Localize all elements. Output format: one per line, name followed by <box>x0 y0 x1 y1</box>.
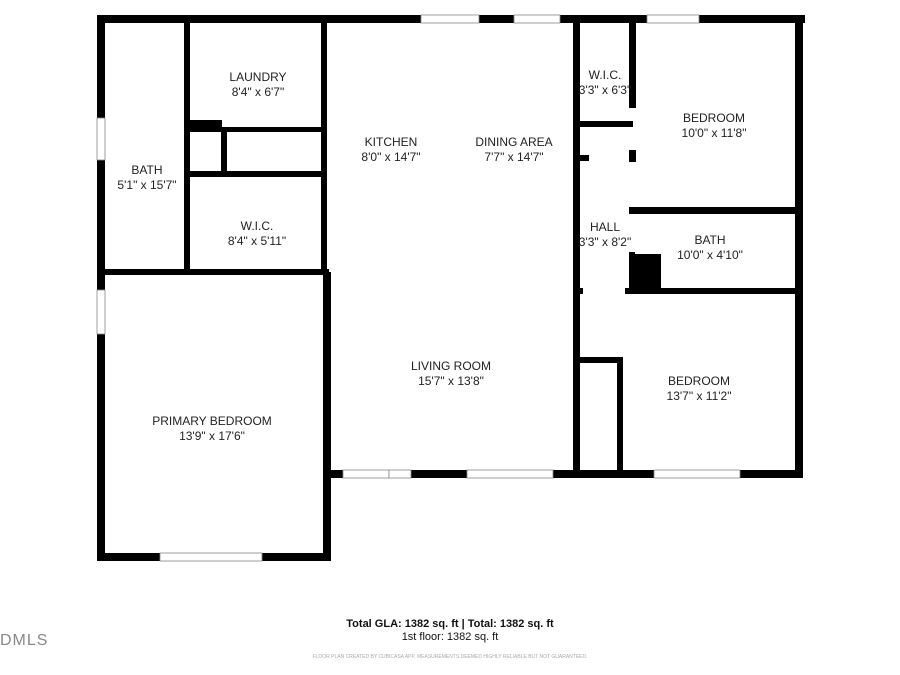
wall <box>629 254 661 292</box>
disclaimer: FLOOR PLAN CREATED BY CUBICASA APP. MEAS… <box>312 654 588 660</box>
window <box>159 552 263 562</box>
wall-right <box>795 15 803 478</box>
wall <box>221 130 227 176</box>
wall <box>186 171 326 177</box>
wall <box>617 357 623 474</box>
door-opening <box>513 14 561 24</box>
wall <box>184 18 190 274</box>
window <box>420 14 480 24</box>
wall <box>578 357 622 363</box>
wall <box>573 18 580 476</box>
wall-bottom-main <box>326 470 803 478</box>
wall <box>629 207 799 214</box>
room-wic-left: W.I.C.8'4" x 5'11" <box>227 219 287 248</box>
total-area: Total GLA: 1382 sq. ft | Total: 1382 sq.… <box>346 618 554 630</box>
window <box>388 469 412 479</box>
room-wic-right: W.I.C.3'3" x 6'3" <box>578 68 632 97</box>
wall <box>188 120 222 132</box>
wall <box>577 288 583 294</box>
wall <box>577 121 633 127</box>
wall <box>97 269 329 275</box>
floor-area: 1st floor: 1382 sq. ft <box>401 631 499 643</box>
wall-primary-right <box>323 272 331 561</box>
window <box>646 14 700 24</box>
window <box>653 469 741 479</box>
wall <box>577 155 589 161</box>
window <box>96 289 106 335</box>
door-opening <box>342 469 390 479</box>
wall <box>629 18 636 108</box>
wall <box>186 127 326 132</box>
wall <box>321 18 327 274</box>
wall <box>625 288 799 294</box>
wall <box>629 150 636 162</box>
watermark-logo: DMLS <box>0 632 49 649</box>
window <box>466 469 554 479</box>
window <box>96 117 106 161</box>
wall-left <box>97 15 105 561</box>
